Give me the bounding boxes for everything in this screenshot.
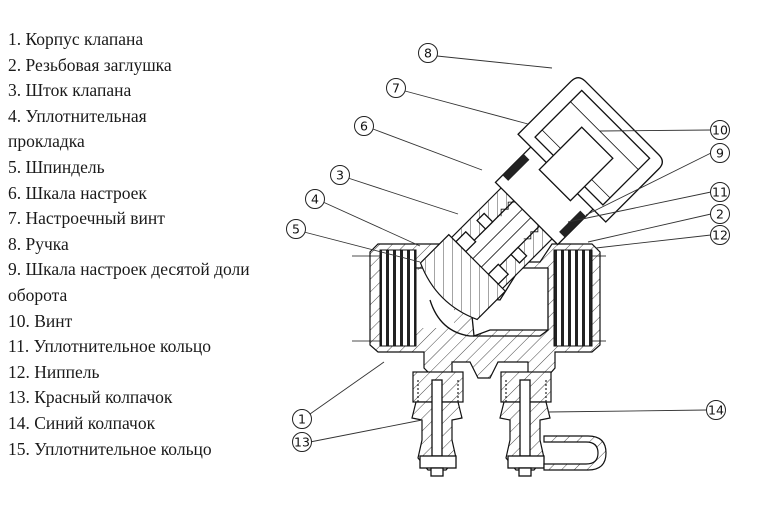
callout-11: 11 <box>710 182 730 202</box>
svg-text:4: 4 <box>311 192 319 207</box>
callout-5: 5 <box>286 219 306 239</box>
callout-9: 9 <box>710 143 730 163</box>
legend-item: 11. Уплотнительное кольцо <box>8 336 212 357</box>
legend-item: 7. Настроечный винт <box>8 208 165 229</box>
valve-stem-assembly <box>419 77 663 321</box>
legend-item: 6. Шкала настроек <box>8 182 147 203</box>
svg-text:8: 8 <box>424 46 432 61</box>
legend-item: 8. Ручка <box>8 233 69 254</box>
legend-item: 13. Красный колпачок <box>8 387 173 408</box>
callout-6: 6 <box>354 116 374 136</box>
measuring-nipple-left <box>411 371 464 477</box>
callout-3: 3 <box>330 165 350 185</box>
callout-7: 7 <box>386 78 406 98</box>
svg-text:11: 11 <box>712 185 728 200</box>
callout-13: 13 <box>292 432 312 452</box>
legend-item: 1. Корпус клапана <box>8 29 144 49</box>
callout-14: 14 <box>706 400 726 420</box>
measuring-nipple-right <box>499 371 607 477</box>
svg-text:10: 10 <box>712 123 728 138</box>
callout-8: 8 <box>418 43 438 63</box>
legend-item: 3. Шток клапана <box>8 80 132 101</box>
svg-text:1: 1 <box>298 412 306 427</box>
callout-1: 1 <box>292 409 312 429</box>
parts-legend: 1. Корпус клапана 2. Резьбовая заглушка … <box>8 27 278 462</box>
legend-item: 14. Синий колпачок <box>8 412 156 433</box>
svg-text:7: 7 <box>392 81 400 96</box>
svg-text:14: 14 <box>708 403 724 418</box>
legend-item: 5. Шпиндель <box>8 156 105 177</box>
svg-text:5: 5 <box>292 222 300 237</box>
svg-text:6: 6 <box>360 119 368 134</box>
callout-4: 4 <box>305 189 325 209</box>
legend-item: 9. Шкала настроек десятой доли оборота <box>8 259 250 305</box>
svg-text:2: 2 <box>716 207 724 222</box>
legend-item: 2. Резьбовая заглушка <box>8 54 172 75</box>
svg-text:12: 12 <box>712 228 728 243</box>
legend-item: 4. Уплотнительная прокладка <box>8 105 147 152</box>
callout-12: 12 <box>710 225 730 245</box>
callout-2: 2 <box>710 204 730 224</box>
svg-text:13: 13 <box>294 435 310 450</box>
legend-item: 10. Винт <box>8 310 73 331</box>
svg-text:3: 3 <box>336 168 344 183</box>
legend-item: 12. Ниппель <box>8 361 100 382</box>
svg-text:9: 9 <box>716 146 724 161</box>
leader-lines <box>303 55 712 443</box>
callout-10: 10 <box>710 120 730 140</box>
legend-item: 15. Уплотнительное кольцо <box>8 438 212 459</box>
